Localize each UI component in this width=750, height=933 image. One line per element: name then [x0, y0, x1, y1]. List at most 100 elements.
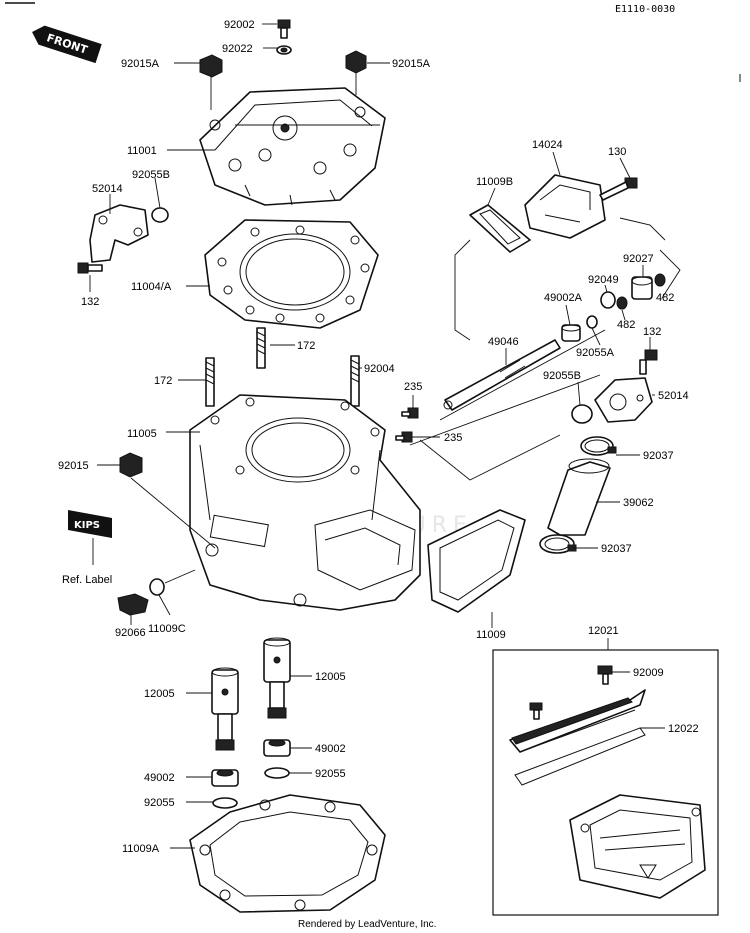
bolt-130 — [599, 177, 638, 201]
label-92015a-left: 92015A — [121, 58, 160, 70]
water-elbow-right — [594, 377, 653, 423]
washer-92022 — [276, 45, 292, 55]
label-12005-left: 12005 — [144, 688, 175, 700]
bushing-49002-left — [211, 769, 239, 787]
label-11009c: 11009C — [148, 623, 186, 635]
collar-92027 — [631, 276, 653, 300]
stud-92004 — [350, 355, 360, 407]
bolt-235-top — [401, 407, 419, 419]
label-132-right: 132 — [643, 326, 661, 338]
label-11005: 11005 — [127, 428, 157, 440]
label-92002: 92002 — [224, 19, 255, 31]
head-gasket — [204, 219, 379, 329]
drain-plug-92066 — [117, 593, 149, 616]
stud-172-top — [256, 327, 266, 369]
bushing-49002a — [561, 324, 581, 342]
bushing-49002-right — [263, 739, 291, 757]
label-12022: 12022 — [668, 723, 699, 735]
label-49002-left: 49002 — [144, 772, 175, 784]
label-482-left: 482 — [617, 319, 635, 331]
head-nut-right — [345, 50, 367, 95]
label-52014-left: 52014 — [92, 183, 123, 195]
screw-reed-left — [529, 702, 543, 720]
hose-clamp-92037-top — [580, 436, 617, 456]
label-11009b: 11009B — [476, 176, 513, 188]
water-hose-39062 — [547, 458, 611, 536]
label-235-bottom: 235 — [444, 432, 462, 444]
reed-stopper-12022 — [509, 689, 646, 786]
nut-92015 — [119, 452, 216, 549]
kips-badge-text: KIPS — [74, 520, 100, 531]
valve-shaft-49046 — [443, 339, 561, 411]
label-49046: 49046 — [488, 336, 519, 348]
hose-clamp-92037-bottom — [539, 534, 577, 554]
kips-caption: Ref. Label — [62, 574, 112, 586]
label-49002-right: 49002 — [315, 743, 346, 755]
label-92037-top: 92037 — [643, 450, 674, 462]
valve-12005-left — [211, 667, 239, 751]
front-direction-badge: FRONT — [32, 25, 102, 64]
head-nut-left — [199, 54, 223, 110]
reed-gasket-11009 — [427, 509, 526, 613]
label-11009: 11009 — [476, 629, 506, 641]
washer-11009c — [149, 578, 165, 596]
gasket-11009b — [469, 204, 531, 253]
o-ring-92055b-top — [151, 207, 169, 223]
base-gasket-11009a — [189, 794, 386, 913]
label-39062: 39062 — [623, 497, 654, 509]
o-ring-92055-left — [212, 797, 238, 809]
label-92055-left: 92055 — [144, 797, 175, 809]
label-92049: 92049 — [588, 274, 619, 286]
label-92066: 92066 — [115, 627, 146, 639]
label-482-right: 482 — [656, 292, 674, 304]
bolt-235-bottom — [395, 431, 413, 443]
label-92055-right: 92055 — [315, 768, 346, 780]
bolt-132-right — [639, 349, 658, 375]
o-ring-92055a — [586, 315, 598, 329]
label-92022: 92022 — [222, 43, 253, 55]
label-49002a: 49002A — [544, 292, 583, 304]
label-92015a-right: 92015A — [392, 58, 431, 70]
cylinder-block — [189, 394, 421, 611]
label-11004a: 11004/A — [131, 281, 172, 293]
label-92055a: 92055A — [576, 347, 615, 359]
water-elbow-left — [89, 204, 149, 263]
label-92055b-mid: 92055B — [543, 370, 581, 382]
label-52014-right: 52014 — [658, 390, 689, 402]
valve-cover-14024 — [524, 174, 606, 239]
washer-92049 — [600, 291, 616, 309]
stud-172-left — [205, 357, 215, 407]
reed-block — [569, 794, 706, 899]
label-11009a: 11009A — [122, 843, 160, 855]
leader-lines — [89, 23, 665, 849]
reed-valve-assembly-box — [492, 649, 719, 916]
label-92004: 92004 — [364, 363, 395, 375]
bolt-132-left — [77, 262, 103, 274]
label-172-left: 172 — [154, 375, 172, 387]
render-credit: Rendered by LeadVenture, Inc. — [298, 919, 436, 930]
label-132-left: 132 — [81, 296, 99, 308]
label-92055b-top: 92055B — [132, 169, 170, 181]
o-ring-92055-right — [264, 767, 290, 779]
label-235-top: 235 — [404, 381, 422, 393]
label-11001: 11001 — [127, 145, 157, 157]
diagram-reference-code: E1110-0030 — [615, 4, 675, 15]
label-92015: 92015 — [58, 460, 89, 472]
clip-482-left — [616, 296, 628, 310]
head-bolt-92002 — [277, 19, 291, 39]
label-14024: 14024 — [532, 139, 563, 151]
label-12021: 12021 — [588, 625, 619, 637]
kips-reference-label: KIPS — [68, 510, 112, 565]
cylinder-head — [199, 87, 386, 206]
label-130: 130 — [608, 146, 626, 158]
label-92027: 92027 — [623, 253, 654, 265]
label-92037-bottom: 92037 — [601, 543, 632, 555]
label-172-top: 172 — [297, 340, 315, 352]
screw-92009 — [597, 665, 613, 685]
o-ring-92055b-mid — [571, 404, 593, 424]
label-12005-right: 12005 — [315, 671, 346, 683]
label-92009: 92009 — [633, 667, 664, 679]
clip-482-right — [654, 273, 666, 287]
valve-12005-right — [263, 637, 291, 719]
